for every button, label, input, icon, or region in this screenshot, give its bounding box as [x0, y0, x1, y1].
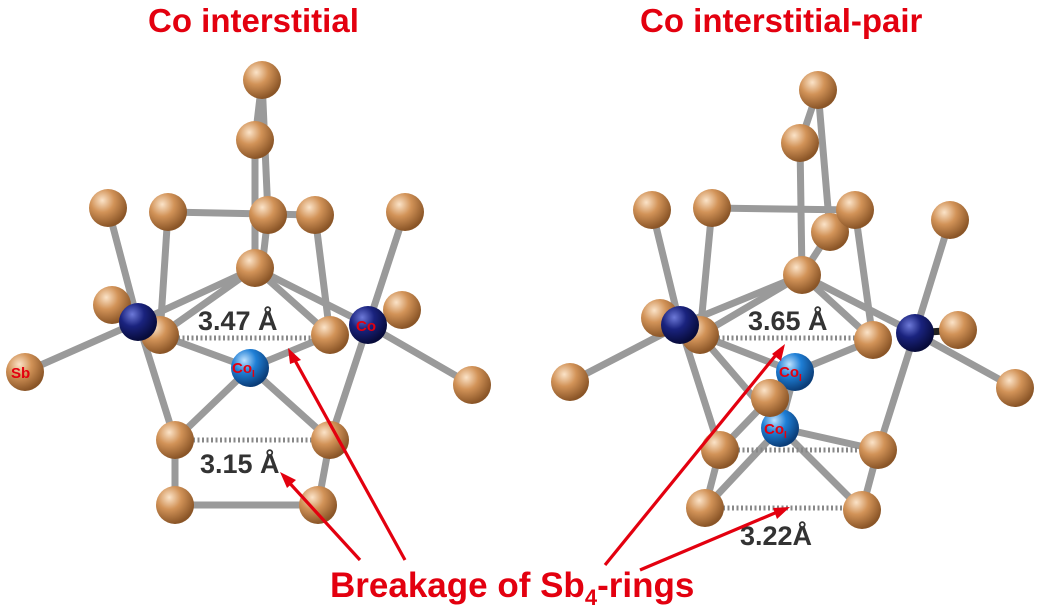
distance-left-upper: 3.47 Å [198, 305, 278, 336]
sb-atoms-right [551, 71, 1034, 529]
structure-co-interstitial: Sb Co CoI 3.47 Å 3.15 Å [6, 61, 491, 524]
label-co-interstitial: CoI [232, 360, 255, 380]
label-co-interstitial-a: CoI [779, 364, 802, 384]
label-co: Co [356, 318, 376, 335]
co-atoms-left [119, 303, 387, 387]
structure-co-interstitial-pair: CoI CoI 3.65 Å 3.22Å [551, 71, 1034, 551]
distance-right-upper: 3.65 Å [748, 305, 828, 336]
co-atoms-right [661, 306, 934, 447]
caption-breakage: Breakage of Sb4-rings [330, 566, 695, 610]
label-sb: Sb [11, 365, 30, 382]
annotation-arrows [280, 344, 790, 572]
sb-atoms-left [6, 61, 491, 524]
distance-left-lower: 3.15 Å [200, 448, 280, 479]
broken-bonds-left [160, 335, 330, 443]
label-co-interstitial-b: CoI [764, 421, 787, 441]
title-co-interstitial-pair: Co interstitial-pair [640, 2, 923, 39]
distance-right-lower: 3.22Å [740, 520, 812, 551]
title-co-interstitial: Co interstitial [148, 2, 359, 39]
